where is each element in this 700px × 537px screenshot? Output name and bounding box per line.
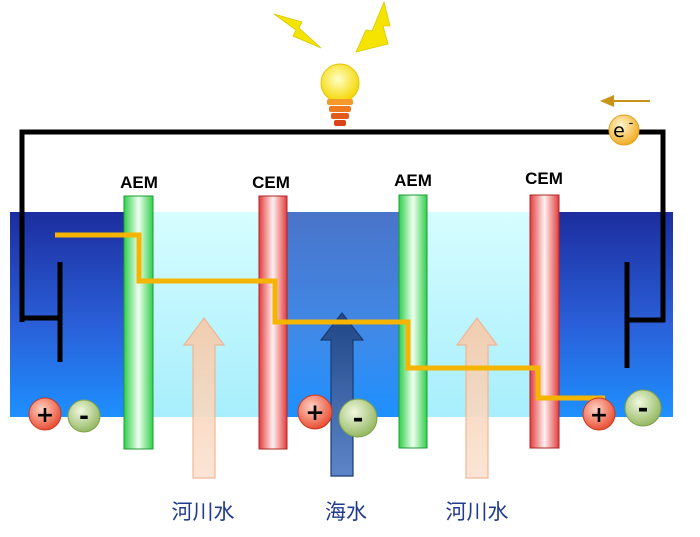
river-water-arrow-left <box>182 316 226 479</box>
cation-icon: + <box>28 397 62 431</box>
membrane-label-1: AEM <box>120 173 158 192</box>
membrane-label-4: CEM <box>525 169 563 188</box>
water-label-river-left: 河川水 <box>172 500 235 524</box>
river-water-arrow-right <box>455 316 499 479</box>
svg-text:+: + <box>590 403 608 428</box>
external-circuit-wire <box>19 129 666 322</box>
light-bulb-icon <box>320 63 360 126</box>
anion-icon: - <box>67 399 101 433</box>
svg-text:-: - <box>629 116 634 131</box>
water-label-river-right: 河川水 <box>446 500 509 524</box>
cation-icon: + <box>582 397 616 431</box>
anion-icon: - <box>338 398 378 438</box>
membrane-cem-2 <box>529 194 560 449</box>
electron-symbol: e - <box>608 114 640 146</box>
water-label-sea: 海水 <box>325 500 367 524</box>
ion-current-path <box>55 232 605 401</box>
lightning-bolt-icon <box>355 0 391 53</box>
svg-text:e: e <box>613 120 625 142</box>
electron-flow-arrow-icon <box>600 95 650 107</box>
membrane-label-3: AEM <box>394 171 432 190</box>
lightning-bolt-icon <box>273 13 322 49</box>
anion-icon: - <box>624 389 662 427</box>
svg-text:-: - <box>79 402 89 430</box>
cation-icon: + <box>297 394 333 430</box>
svg-text:-: - <box>638 394 649 424</box>
svg-text:-: - <box>353 404 364 434</box>
membrane-label-2: CEM <box>252 173 290 192</box>
svg-text:+: + <box>305 400 324 426</box>
svg-text:+: + <box>36 403 54 428</box>
